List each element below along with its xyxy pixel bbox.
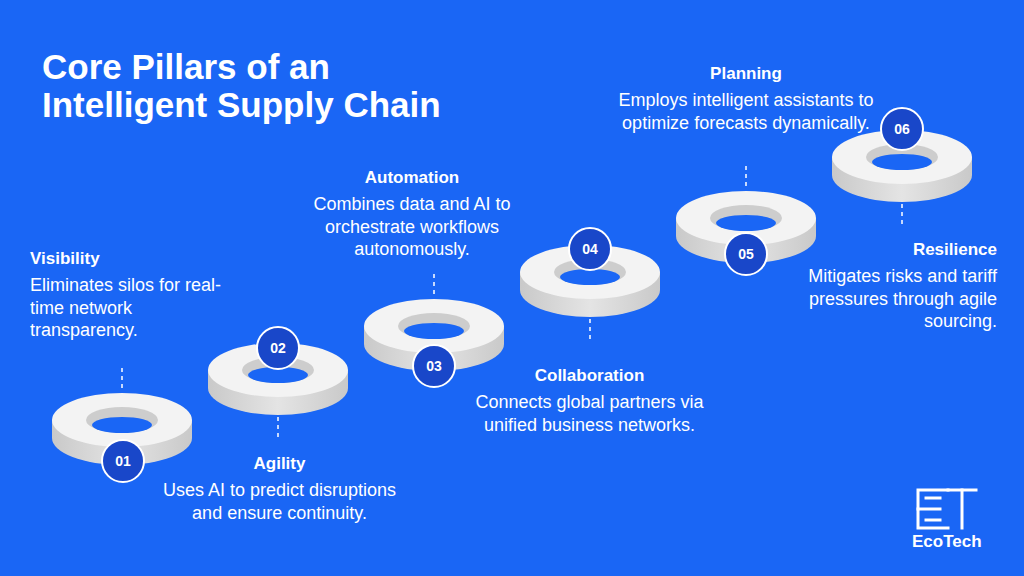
callout-number: 02 (270, 340, 286, 356)
pillar-description: Combines data and AI to orchestrate work… (307, 193, 517, 261)
callout-number: 01 (115, 453, 131, 469)
pillar-description: Employs intelligent assistants to optimi… (611, 89, 881, 134)
pillar-heading: Resilience (802, 238, 997, 262)
pillar-heading: Visibility (30, 247, 230, 271)
callout-number: 04 (582, 241, 598, 257)
diagram-title: Core Pillars of an Intelligent Supply Ch… (42, 48, 492, 124)
callout-number: 06 (894, 121, 910, 137)
pillar-text-block: CollaborationConnects global partners vi… (467, 364, 712, 436)
step-number-badge: 03 (412, 344, 456, 388)
step-number-badge: 02 (256, 326, 300, 370)
step-number-badge: 04 (568, 227, 612, 271)
pillar-text-block: VisibilityEliminates silos for real-time… (30, 247, 230, 342)
step-number-badge: 05 (724, 232, 768, 276)
pillar-heading: Automation (307, 166, 517, 190)
pillar-text-block: AgilityUses AI to predict disruptions an… (162, 452, 397, 524)
pillar-heading: Planning (611, 62, 881, 86)
pillar-heading: Agility (162, 452, 397, 476)
pillar-text-block: AutomationCombines data and AI to orches… (307, 166, 517, 261)
leader-lines (122, 166, 902, 439)
callout-number: 05 (738, 246, 754, 262)
pillar-description: Mitigates risks and tariff pressures thr… (802, 265, 997, 333)
step-number-badge: 01 (101, 439, 145, 483)
pillar-text-block: ResilienceMitigates risks and tariff pre… (802, 238, 997, 333)
pillar-description: Connects global partners via unified bus… (467, 391, 712, 436)
pillar-heading: Collaboration (467, 364, 712, 388)
step-number-badge: 06 (880, 107, 924, 151)
brand-name: EcoTech (912, 532, 1002, 552)
pillar-text-block: PlanningEmploys intelligent assistants t… (611, 62, 881, 134)
callout-number: 03 (426, 358, 442, 374)
pillar-description: Eliminates silos for real-time network t… (30, 274, 230, 342)
ring-05 (676, 191, 816, 263)
brand-logo-mark (918, 490, 976, 528)
pillar-description: Uses AI to predict disruptions and ensur… (162, 479, 397, 524)
